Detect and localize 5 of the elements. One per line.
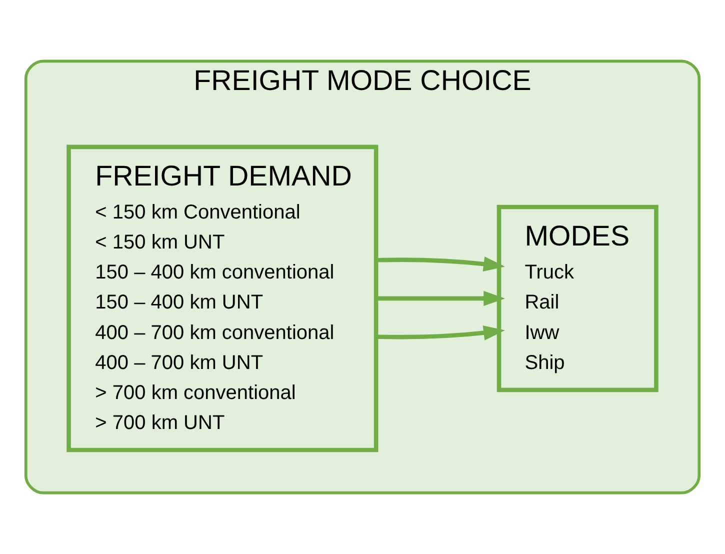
arrow (376, 325, 506, 340)
node-box: MODES Truck Rail Iww Ship (496, 204, 658, 392)
node-box: FREIGHT DEMAND < 150 km Conventional < 150 km UNT 150 – 400 km conventional 150 – 400 km UNT 400 – 700 km conventional 400 – 700 km UNT > 700 km conventional > 700 km UNT (66, 144, 378, 452)
arrow (376, 290, 506, 306)
arrow (376, 256, 506, 272)
